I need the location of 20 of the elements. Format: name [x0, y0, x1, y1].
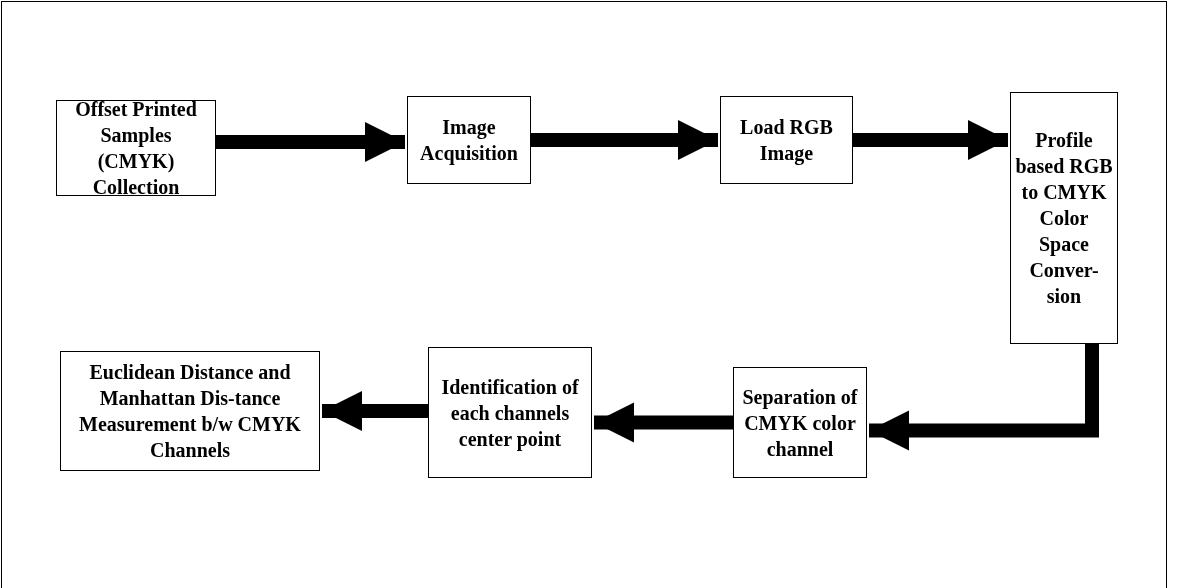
block-arrow	[869, 344, 1099, 451]
process-box	[428, 347, 592, 478]
block-arrow	[322, 391, 428, 431]
box-text: Euclidean Distance and Manhattan Dis-tance Measurement b/w CMYK Channels	[78, 360, 302, 463]
box-text: Separation of CMYK color channel	[742, 384, 858, 462]
box-text: Offset Printed Samples (CMYK) Collection	[74, 97, 198, 200]
box-text: Profile based RGB to CMYK Color Space Conver-sion	[1015, 128, 1113, 309]
process-box	[60, 351, 320, 471]
process-box	[733, 367, 867, 478]
process-box	[56, 100, 216, 196]
process-box	[407, 96, 531, 184]
block-arrow	[531, 120, 718, 160]
process-box	[1010, 92, 1118, 344]
box-text: Identification of each channels center point	[440, 374, 580, 452]
block-arrow	[216, 122, 405, 162]
block-arrow	[853, 120, 1008, 160]
box-text: Image Acquisition	[419, 115, 519, 166]
process-box	[720, 96, 853, 184]
box-text: Load RGB Image	[739, 115, 834, 166]
block-arrow	[594, 402, 733, 443]
